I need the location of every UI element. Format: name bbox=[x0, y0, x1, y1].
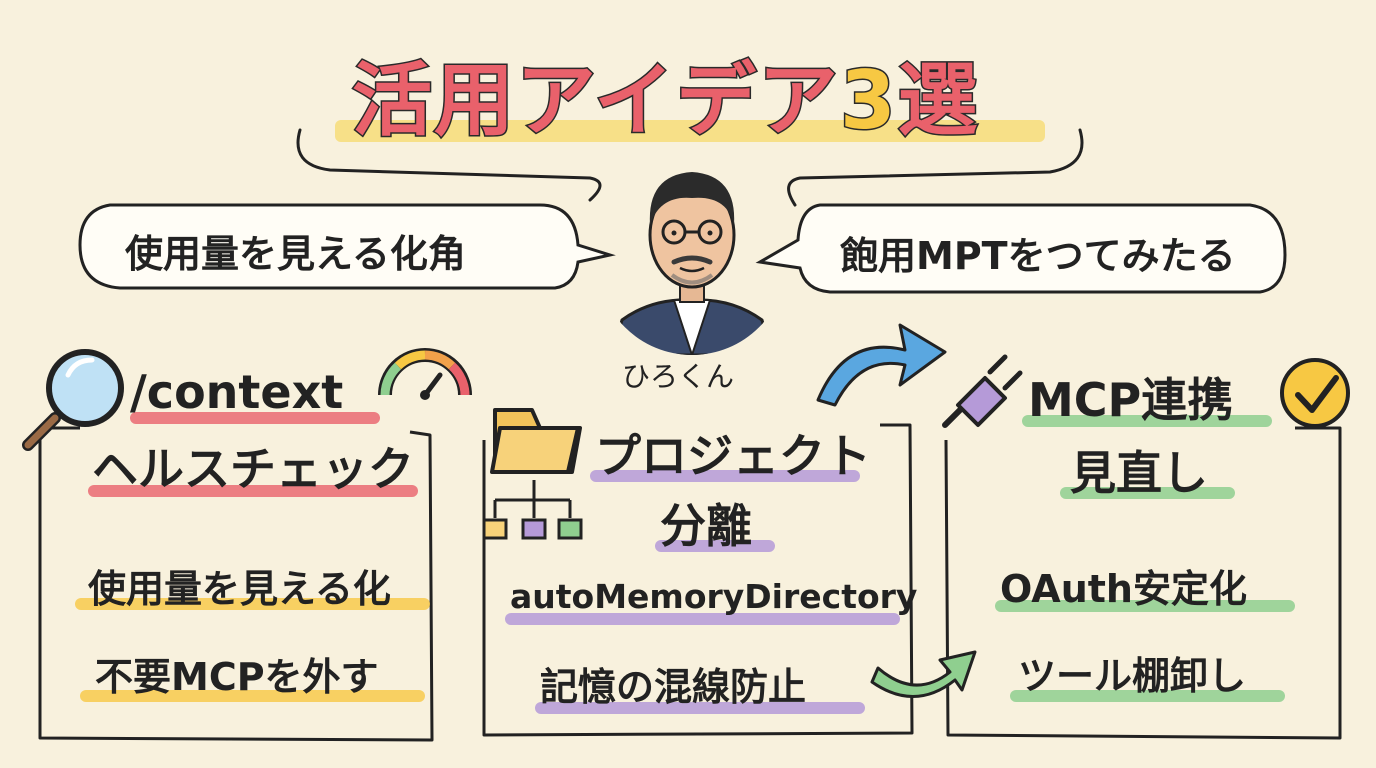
page-title: 活用アイデア3選 bbox=[351, 36, 980, 152]
check-icon bbox=[1280, 358, 1350, 428]
title-number: 3 bbox=[839, 53, 898, 149]
card3-outline bbox=[944, 426, 1342, 740]
bubble-left-outline bbox=[78, 203, 616, 290]
card3-head-highlight-2 bbox=[1060, 487, 1235, 499]
card2-head-highlight-2 bbox=[655, 540, 775, 552]
card2-item1-highlight bbox=[505, 613, 900, 625]
card1-heading-line2: ヘルスチェック bbox=[92, 442, 414, 496]
card2-head-highlight-1 bbox=[590, 470, 860, 482]
card3-item2-highlight bbox=[1010, 690, 1285, 702]
gauge-icon bbox=[378, 348, 472, 400]
title-main: 活用アイデア bbox=[351, 53, 840, 149]
bubble-right-text: 飽用MPTをつてみたる bbox=[840, 234, 1236, 278]
arrow-icon bbox=[816, 323, 947, 407]
card1-item-2: 不要MCPを外す bbox=[95, 655, 379, 699]
title-highlight bbox=[335, 120, 1045, 142]
card3-item-1: OAuth安定化 bbox=[1000, 567, 1247, 611]
card1-item1-highlight bbox=[75, 598, 430, 610]
card2-item2-highlight bbox=[535, 702, 865, 714]
title-bracket-right bbox=[787, 128, 1084, 207]
card3-item1-highlight bbox=[995, 600, 1295, 612]
card2-item-1: autoMemoryDirectory bbox=[510, 577, 918, 616]
card2-heading-line1: プロジェクト bbox=[595, 429, 871, 483]
plug-icon bbox=[942, 354, 1023, 428]
card2-item-2: 記憶の混線防止 bbox=[540, 665, 807, 709]
card3-heading-line2: 見直し bbox=[1070, 446, 1208, 500]
bubble-left-text: 使用量を見える化角 bbox=[125, 232, 466, 276]
card1-item2-highlight bbox=[80, 690, 425, 702]
card1-outline bbox=[38, 428, 434, 742]
avatar bbox=[612, 172, 772, 355]
magnifier-icon bbox=[22, 349, 124, 451]
presenter-name: ひろくん bbox=[622, 360, 735, 393]
card1-head-highlight-1 bbox=[130, 412, 380, 424]
card3-head-highlight-1 bbox=[1022, 415, 1272, 427]
card1-head-highlight-2 bbox=[88, 485, 418, 497]
card1-heading-line1: /context bbox=[130, 365, 344, 419]
card1-item-1: 使用量を見える化 bbox=[88, 567, 391, 611]
title-bracket-left bbox=[296, 128, 602, 202]
folder-tree-icon bbox=[482, 480, 583, 540]
arrow-green-icon bbox=[870, 650, 977, 698]
folder-icon bbox=[490, 408, 582, 474]
card3-item-2: ツール棚卸し bbox=[1018, 654, 1247, 698]
card2-outline bbox=[482, 423, 914, 737]
bubble-right-outline bbox=[755, 203, 1287, 294]
card3-heading-line1: MCP連携 bbox=[1028, 373, 1234, 427]
card2-heading-line2: 分離 bbox=[660, 499, 752, 553]
title-suffix: 選 bbox=[896, 53, 980, 149]
